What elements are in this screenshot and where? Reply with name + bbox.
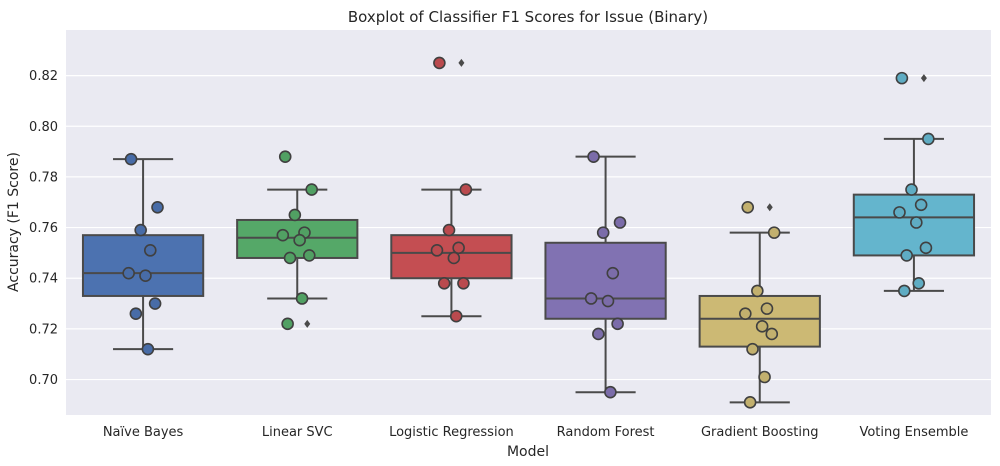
data-point: [914, 198, 928, 212]
data-point: [912, 276, 926, 290]
data-point: [741, 201, 755, 214]
y-tick-labels: 0.70 0.72 0.74 0.76 0.78 0.80 0.82: [29, 69, 58, 388]
data-point: [604, 385, 617, 399]
data-point: [584, 292, 598, 305]
y-tick-label: 0.82: [29, 69, 58, 84]
data-point: [606, 266, 620, 280]
data-point: [919, 241, 933, 255]
data-point: [129, 307, 143, 320]
x-tick-label: Voting Ensemble: [859, 425, 968, 440]
data-point: [895, 71, 909, 85]
boxes: [81, 56, 976, 409]
data-point: [905, 183, 918, 196]
data-point: [449, 309, 463, 323]
data-point: [592, 327, 605, 341]
box: [544, 241, 667, 320]
y-tick-label: 0.70: [29, 373, 58, 388]
data-point: [122, 266, 135, 280]
data-point: [739, 307, 752, 320]
data-point: [134, 223, 147, 237]
outlier-marker: [304, 319, 311, 328]
data-point: [910, 216, 923, 229]
data-point: [755, 320, 769, 333]
outlier-marker: [766, 203, 773, 212]
data-point: [900, 249, 914, 262]
data-point: [442, 223, 456, 237]
y-tick-label: 0.76: [29, 221, 58, 236]
data-point: [613, 216, 627, 229]
data-point: [587, 150, 600, 163]
box: [698, 294, 821, 348]
box-group: [698, 201, 821, 409]
x-tick-label: Linear SVC: [262, 425, 333, 440]
y-tick-label: 0.72: [29, 322, 58, 337]
box-group: [236, 150, 359, 331]
data-point: [430, 244, 444, 257]
data-point: [288, 208, 302, 222]
data-point: [765, 327, 779, 341]
outlier-marker: [458, 58, 465, 67]
plot-area: [66, 30, 991, 415]
x-tick-label: Gradient Boosting: [701, 425, 819, 440]
data-point: [922, 132, 935, 146]
data-point: [611, 317, 624, 331]
data-point: [767, 226, 781, 239]
data-point: [601, 294, 615, 308]
data-point: [151, 201, 164, 214]
data-point: [281, 317, 294, 331]
y-tick-label: 0.78: [29, 170, 58, 185]
data-point: [143, 244, 157, 257]
y-axis-label: Accuracy (F1 Score): [6, 152, 22, 292]
data-point: [141, 342, 155, 356]
data-point: [276, 228, 290, 242]
data-point: [452, 241, 465, 255]
y-tick-label: 0.80: [29, 120, 58, 135]
x-tick-label: Naïve Bayes: [103, 425, 184, 440]
data-point: [305, 183, 318, 196]
y-tick-label: 0.74: [29, 272, 58, 287]
data-point: [746, 342, 759, 356]
x-tick-label: Logistic Regression: [389, 425, 514, 440]
box: [236, 218, 359, 259]
data-point: [893, 206, 906, 219]
data-point: [293, 233, 306, 247]
data-point: [148, 297, 162, 310]
data-point: [437, 276, 451, 290]
box-group: [81, 152, 205, 356]
data-point: [447, 251, 461, 265]
data-point: [295, 292, 309, 305]
box-group: [852, 71, 976, 298]
data-point: [278, 150, 292, 163]
data-point: [457, 276, 470, 290]
chart-title: Boxplot of Classifier F1 Scores for Issu…: [348, 8, 708, 26]
data-point: [743, 396, 757, 409]
box-group: [390, 56, 513, 323]
data-point: [751, 284, 764, 298]
data-point: [760, 302, 774, 315]
data-point: [283, 251, 297, 265]
data-point: [139, 269, 152, 282]
x-axis-label: Model: [507, 444, 549, 460]
data-point: [897, 284, 911, 298]
x-tick-labels: Naïve Bayes Linear SVC Logistic Regression…: [103, 425, 969, 440]
box-group: [544, 150, 667, 399]
box: [81, 234, 205, 297]
x-tick-label: Random Forest: [557, 425, 655, 440]
data-point: [596, 226, 610, 239]
outlier-marker: [920, 74, 927, 83]
data-point: [124, 152, 138, 166]
data-point: [758, 370, 771, 384]
data-point: [302, 249, 316, 262]
data-point: [433, 56, 446, 70]
y-gridlines: [66, 74, 991, 381]
data-point: [459, 183, 473, 196]
